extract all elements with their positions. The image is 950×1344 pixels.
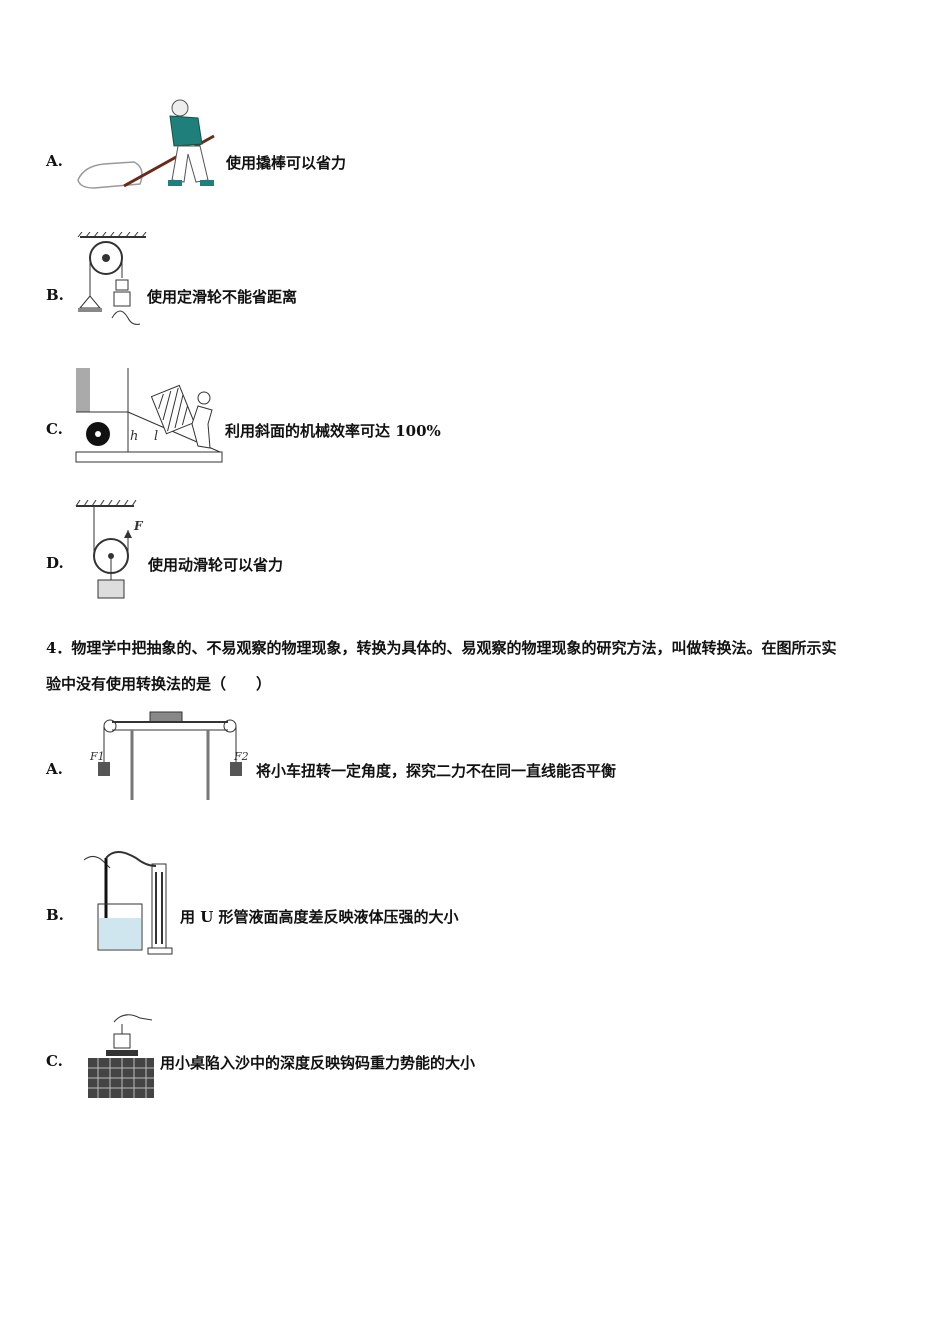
option-label-a: A.	[46, 152, 63, 170]
q4-option-label-a: A.	[46, 760, 63, 778]
incline-height-label: h	[130, 429, 138, 444]
question-4-stem-line-2: 验中没有使用转换法的是（ ）	[46, 675, 272, 693]
force-f1-label: F1	[89, 750, 105, 763]
incline-figure: h l	[75, 368, 223, 463]
question-4-stem-line-1: 4．物理学中把抽象的、不易观察的物理现象，转换为具体的、易观察的物理现象的研究方…	[46, 639, 837, 657]
q4-option-text-c: 用小桌陷入沙中的深度反映钩码重力势能的大小	[160, 1054, 476, 1072]
movable-pulley-figure: F	[75, 500, 144, 599]
crowbar-figure	[77, 99, 215, 189]
question-4-stem: 4．物理学中把抽象的、不易观察的物理现象，转换为具体的、易观察的物理现象的研究方…	[46, 630, 916, 702]
q4-option-label-b: B.	[46, 906, 64, 924]
q4-option-label-c: C.	[46, 1052, 63, 1070]
incline-length-label: l	[154, 429, 158, 444]
option-text-d: 使用动滑轮可以省力	[148, 556, 284, 574]
fixed-pulley-figure	[77, 232, 147, 325]
option-label-c: C.	[46, 420, 63, 438]
option-text-b: 使用定滑轮不能省距离	[147, 288, 298, 306]
sand-table-figure	[88, 1014, 154, 1098]
option-label-d: D.	[46, 554, 64, 572]
force-f-label: F	[133, 519, 144, 533]
q4-option-text-b: 用 U 形管液面高度差反映液体压强的大小	[180, 908, 459, 926]
option-label-b: B.	[46, 286, 64, 304]
option-text-c: 利用斜面的机械效率可达 100%	[225, 422, 441, 440]
u-tube-pressure-figure	[83, 851, 173, 955]
two-force-cart-figure: F1 F2	[89, 711, 249, 800]
q4-option-text-a: 将小车扭转一定角度，探究二力不在同一直线能否平衡	[256, 762, 617, 780]
option-text-a: 使用撬棒可以省力	[226, 154, 347, 172]
force-f2-label: F2	[233, 750, 249, 763]
